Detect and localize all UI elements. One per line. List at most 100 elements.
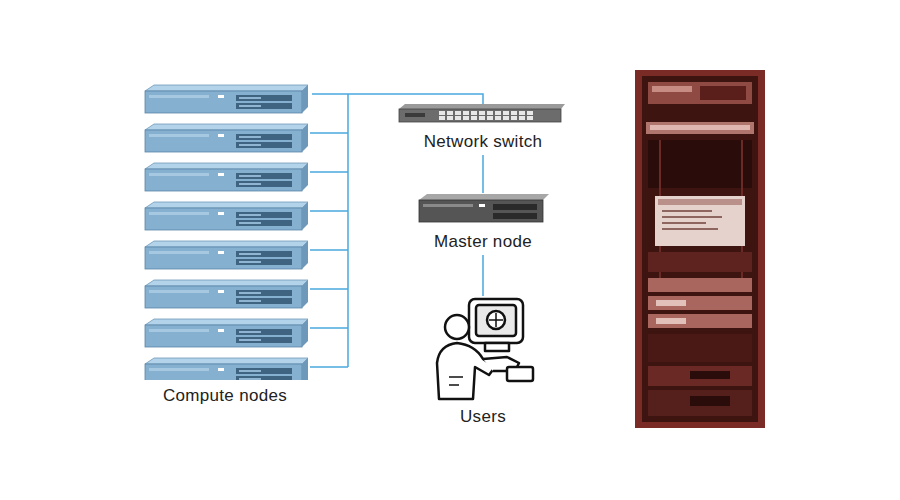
bus-wiring-part bbox=[347, 94, 349, 367]
user-workstation-icon-part-part bbox=[489, 313, 503, 327]
server-unit-part bbox=[302, 280, 308, 308]
server-unit-part bbox=[239, 378, 261, 380]
server-unit-part bbox=[239, 300, 261, 302]
bus-wiring-part bbox=[310, 366, 348, 368]
user-workstation-icon-part-part bbox=[469, 299, 523, 343]
switch-icon-part bbox=[399, 109, 561, 122]
user-workstation-icon-part-part bbox=[507, 367, 533, 381]
server-unit-part bbox=[145, 319, 308, 325]
server-unit-part bbox=[239, 136, 261, 138]
server-unit-part bbox=[302, 85, 308, 113]
server-unit-part bbox=[236, 337, 292, 343]
server-unit-part bbox=[239, 292, 261, 294]
rack-photo-part bbox=[648, 82, 752, 104]
switch-icon-part bbox=[463, 111, 469, 115]
bus-wiring-part bbox=[310, 288, 348, 290]
rack-photo-part bbox=[700, 86, 746, 100]
switch-icon-part bbox=[527, 111, 533, 115]
server-unit-part bbox=[239, 144, 261, 146]
server-unit-part bbox=[145, 325, 302, 347]
switch-icon-part bbox=[455, 116, 461, 120]
switch-icon-part bbox=[503, 111, 509, 115]
server-unit-part bbox=[239, 97, 261, 99]
server-unit-part bbox=[302, 241, 308, 269]
rack-photo-part bbox=[648, 252, 752, 272]
switch-icon-part bbox=[471, 111, 477, 115]
switch-icon-part bbox=[479, 111, 485, 115]
server-unit-part bbox=[149, 212, 209, 215]
server-unit-part bbox=[302, 163, 308, 191]
rack-photo-part bbox=[648, 314, 752, 328]
server-unit-part bbox=[149, 95, 209, 98]
server-unit-part bbox=[149, 134, 209, 137]
connector-line bbox=[312, 94, 483, 104]
server-unit-part bbox=[239, 331, 261, 333]
switch-icon-part bbox=[495, 111, 501, 115]
switch-icon-part bbox=[447, 111, 453, 115]
users: Users bbox=[421, 293, 545, 427]
server-unit-part bbox=[145, 247, 302, 269]
server-unit-part bbox=[236, 134, 292, 140]
node-caption: Compute nodes bbox=[138, 386, 312, 406]
server-unit-part bbox=[145, 91, 302, 113]
switch-icon-part bbox=[439, 116, 445, 120]
server-unit-part bbox=[236, 173, 292, 179]
bus-wiring-part bbox=[310, 327, 348, 329]
server-unit-part bbox=[239, 175, 261, 177]
network-switch: Network switch bbox=[393, 100, 573, 152]
server-unit-part bbox=[149, 329, 209, 332]
switch-icon-part bbox=[511, 116, 517, 120]
server-unit-part bbox=[149, 173, 209, 176]
connector-line bbox=[482, 155, 484, 193]
rack-photo-part bbox=[662, 216, 722, 218]
rack-photo-part bbox=[648, 390, 752, 416]
server-unit-part bbox=[239, 222, 261, 224]
switch-icon bbox=[395, 100, 571, 126]
user-workstation-icon-part-part bbox=[437, 343, 495, 399]
server-unit bbox=[145, 319, 308, 347]
server-unit bbox=[145, 202, 308, 230]
server-unit-part bbox=[236, 368, 292, 374]
server-unit-part bbox=[302, 202, 308, 230]
rack-photo-part bbox=[655, 196, 745, 246]
master-node: Master node bbox=[411, 190, 555, 252]
switch-icon-part bbox=[527, 116, 533, 120]
server-unit-part bbox=[145, 241, 308, 247]
rack-photo-part bbox=[648, 278, 752, 292]
rack-photo-part bbox=[656, 300, 686, 306]
switch-icon-part bbox=[511, 111, 517, 115]
server-unit-part bbox=[239, 183, 261, 185]
switch-icon-part bbox=[519, 111, 525, 115]
server-unit-part bbox=[236, 95, 292, 101]
server-unit-part bbox=[149, 368, 209, 371]
server-unit bbox=[145, 241, 308, 269]
server-unit-part bbox=[145, 358, 308, 364]
master-server-icon-part bbox=[419, 200, 543, 222]
server-unit-part bbox=[236, 212, 292, 218]
user-workstation-icon-part-part bbox=[449, 377, 463, 385]
server-unit-part bbox=[145, 202, 308, 208]
server-unit bbox=[145, 85, 308, 113]
server-unit-part bbox=[239, 370, 261, 372]
bus-wiring-part bbox=[310, 171, 348, 173]
server-unit-part bbox=[236, 103, 292, 109]
server-unit-part bbox=[145, 280, 308, 286]
switch-icon-part bbox=[479, 116, 485, 120]
server-unit-part bbox=[302, 358, 308, 380]
server-unit-part bbox=[218, 290, 224, 293]
master-server-icon-part bbox=[479, 204, 485, 207]
server-unit-part bbox=[239, 214, 261, 216]
server-unit-part bbox=[145, 163, 308, 169]
master-server-icon-part bbox=[423, 204, 473, 207]
server-unit-part bbox=[302, 319, 308, 347]
switch-icon-part bbox=[471, 116, 477, 120]
rack-photo-part bbox=[690, 396, 730, 406]
master-server-icon-part bbox=[419, 194, 549, 200]
server-unit-part bbox=[218, 134, 224, 137]
master-server-icon-part bbox=[493, 204, 537, 210]
server-unit-part bbox=[145, 130, 302, 152]
server-unit-part bbox=[239, 261, 261, 263]
server-unit bbox=[145, 358, 308, 380]
rack-photo-part bbox=[662, 228, 718, 230]
switch-icon-part bbox=[503, 116, 509, 120]
